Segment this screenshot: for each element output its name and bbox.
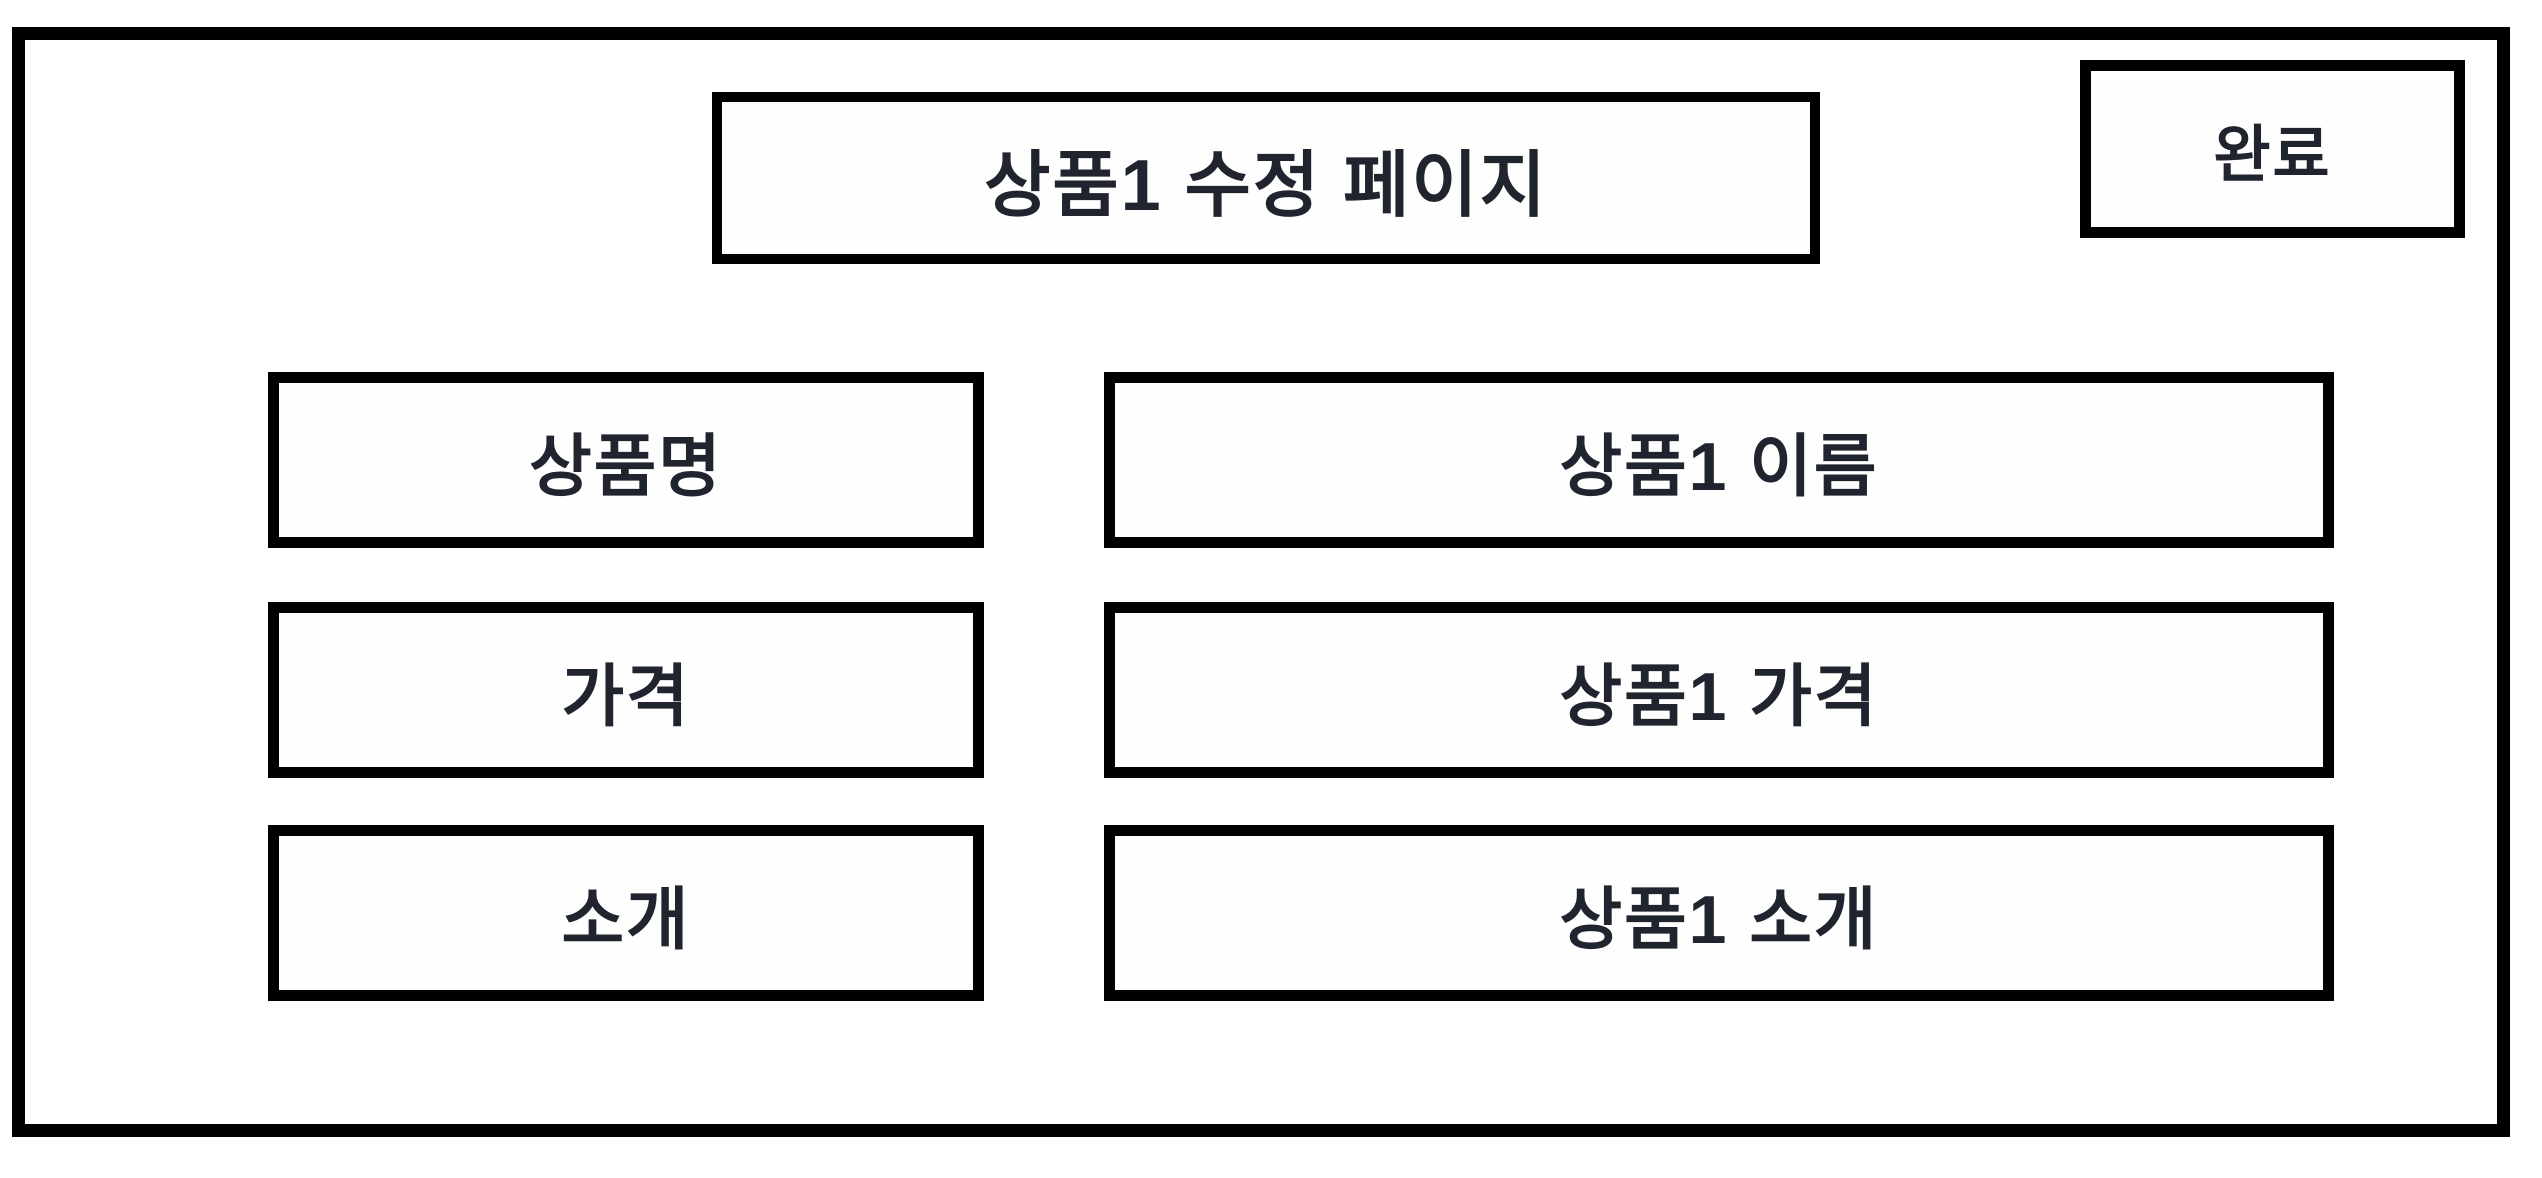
field-description[interactable]: 상품1 소개 [1104,825,2334,1001]
done-button[interactable]: 완료 [2080,60,2465,238]
label-product-name: 상품명 [268,372,984,548]
label-price: 가격 [268,602,984,778]
page-title: 상품1 수정 페이지 [712,92,1820,264]
label-description: 소개 [268,825,984,1001]
field-price[interactable]: 상품1 가격 [1104,602,2334,778]
field-product-name[interactable]: 상품1 이름 [1104,372,2334,548]
